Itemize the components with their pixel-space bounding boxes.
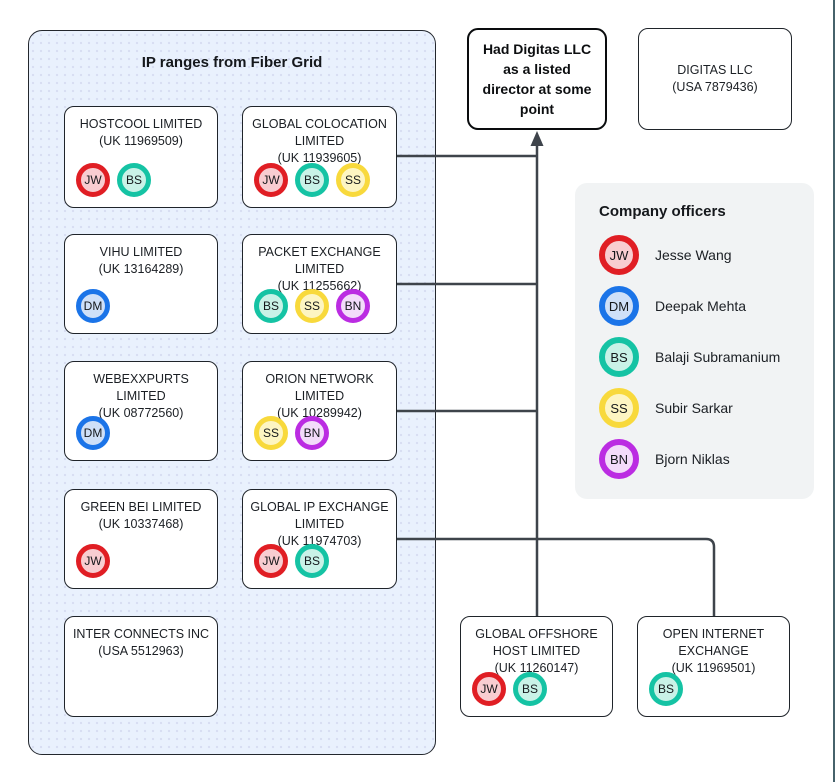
company-name: DIGITAS LLC (677, 63, 753, 77)
legend-item-deepak-mehta[interactable]: DM Deepak Mehta (599, 286, 796, 326)
officer-chips: JW BS (76, 163, 151, 197)
officer-chip-ss[interactable]: SS (336, 163, 370, 197)
company-name: GLOBAL IP EXCHANGE LIMITED (250, 500, 389, 531)
officer-chip-bn: BN (599, 439, 639, 479)
officer-chip-bs[interactable]: BS (254, 289, 288, 323)
company-reg: (UK 08772560) (98, 406, 184, 420)
company-card-orion-network[interactable]: ORION NETWORK LIMITED (UK 10289942) SS B… (242, 361, 397, 461)
officer-chip-bs[interactable]: BS (117, 163, 151, 197)
company-card-global-ip-exchange[interactable]: GLOBAL IP EXCHANGE LIMITED (UK 11974703)… (242, 489, 397, 589)
officer-name: Jesse Wang (655, 247, 732, 263)
officer-chips: JW BS (472, 672, 547, 706)
officer-chips: BS SS BN (254, 289, 370, 323)
company-reg: (UK 10337468) (98, 517, 184, 531)
company-reg: (USA 5512963) (98, 644, 184, 658)
officer-chips: JW (76, 544, 110, 578)
company-name: GLOBAL OFFSHORE HOST LIMITED (475, 627, 598, 658)
company-reg: (UK 11260147) (494, 661, 579, 675)
officer-name: Deepak Mehta (655, 298, 747, 314)
officer-chip-jw[interactable]: JW (76, 163, 110, 197)
officer-chip-bs: BS (599, 337, 639, 377)
company-name: HOSTCOOL LIMITED (79, 117, 203, 131)
officer-chip-bs[interactable]: BS (295, 544, 329, 578)
officer-chip-jw[interactable]: JW (76, 544, 110, 578)
company-card-webexxpurts[interactable]: WEBEXXPURTS LIMITED (UK 08772560) DM (64, 361, 218, 461)
officer-chip-jw: JW (599, 235, 639, 275)
company-name: OPEN INTERNET EXCHANGE (662, 627, 765, 658)
officer-chips: DM (76, 416, 110, 450)
legend-title: Company officers (599, 203, 726, 220)
officer-chips: DM (76, 289, 110, 323)
officer-chip-jw[interactable]: JW (254, 163, 288, 197)
company-card-packet-exchange[interactable]: PACKET EXCHANGE LIMITED (UK 11255662) BS… (242, 234, 397, 334)
company-name: GLOBAL COLOCATION LIMITED (252, 117, 387, 148)
officer-chips: SS BN (254, 416, 329, 450)
company-name: ORION NETWORK LIMITED (265, 372, 374, 403)
officer-chip-jw[interactable]: JW (254, 544, 288, 578)
company-card-open-internet-exchange[interactable]: OPEN INTERNET EXCHANGE (UK 11969501) BS (637, 616, 790, 717)
officer-chip-bn[interactable]: BN (336, 289, 370, 323)
arrowhead-up-icon (530, 131, 544, 146)
company-name: WEBEXXPURTS LIMITED (93, 372, 189, 403)
company-reg: (UK 11969509) (99, 134, 183, 148)
legend-item-subir-sarkar[interactable]: SS Subir Sarkar (599, 388, 796, 428)
company-card-green-bei[interactable]: GREEN BEI LIMITED (UK 10337468) JW (64, 489, 218, 589)
company-officers-legend: Company officers JW Jesse Wang DM Deepak… (575, 183, 814, 499)
officer-chip-ss[interactable]: SS (295, 289, 329, 323)
company-name: INTER CONNECTS INC (72, 627, 210, 641)
officer-chip-dm[interactable]: DM (76, 416, 110, 450)
officer-chips: JW BS (254, 544, 329, 578)
company-card-hostcool[interactable]: HOSTCOOL LIMITED (UK 11969509) JW BS (64, 106, 218, 208)
officer-chip-bs[interactable]: BS (295, 163, 329, 197)
officer-chips: BS (649, 672, 683, 706)
officer-name: Subir Sarkar (655, 400, 733, 416)
company-card-vihu[interactable]: VIHU LIMITED (UK 13164289) DM (64, 234, 218, 334)
company-name: GREEN BEI LIMITED (80, 500, 202, 514)
officer-chip-jw[interactable]: JW (472, 672, 506, 706)
company-card-global-colocation[interactable]: GLOBAL COLOCATION LIMITED (UK 11939605) … (242, 106, 397, 208)
wire-global-ip-open-internet (397, 537, 716, 617)
company-name: PACKET EXCHANGE LIMITED (258, 245, 381, 276)
officer-chip-bs[interactable]: BS (513, 672, 547, 706)
company-reg: (UK 11969501) (671, 661, 756, 675)
company-reg: (USA 7879436) (672, 80, 758, 94)
company-reg: (UK 13164289) (98, 262, 184, 276)
note-had-digitas-director[interactable]: Had Digitas LLC as a listed director at … (467, 28, 607, 130)
officer-chip-bn[interactable]: BN (295, 416, 329, 450)
fiber-grid-title: IP ranges from Fiber Grid (141, 54, 323, 71)
officer-chip-dm: DM (599, 286, 639, 326)
company-name: VIHU LIMITED (99, 245, 183, 259)
company-card-digitas[interactable]: DIGITAS LLC (USA 7879436) (638, 28, 792, 130)
officer-chip-ss[interactable]: SS (254, 416, 288, 450)
officer-chip-ss: SS (599, 388, 639, 428)
officer-chip-dm[interactable]: DM (76, 289, 110, 323)
legend-item-balaji-subramanium[interactable]: BS Balaji Subramanium (599, 337, 796, 377)
company-card-global-offshore-host[interactable]: GLOBAL OFFSHORE HOST LIMITED (UK 1126014… (460, 616, 613, 717)
legend-item-bjorn-niklas[interactable]: BN Bjorn Niklas (599, 439, 796, 479)
company-card-inter-connects[interactable]: INTER CONNECTS INC (USA 5512963) (64, 616, 218, 717)
officer-chips: JW BS SS (254, 163, 370, 197)
officer-name: Balaji Subramanium (655, 349, 781, 365)
window-edge-line (833, 0, 835, 782)
officer-chip-bs[interactable]: BS (649, 672, 683, 706)
company-reg: (UK 11939605) (277, 151, 362, 165)
legend-item-jesse-wang[interactable]: JW Jesse Wang (599, 235, 796, 275)
officer-name: Bjorn Niklas (655, 451, 730, 467)
